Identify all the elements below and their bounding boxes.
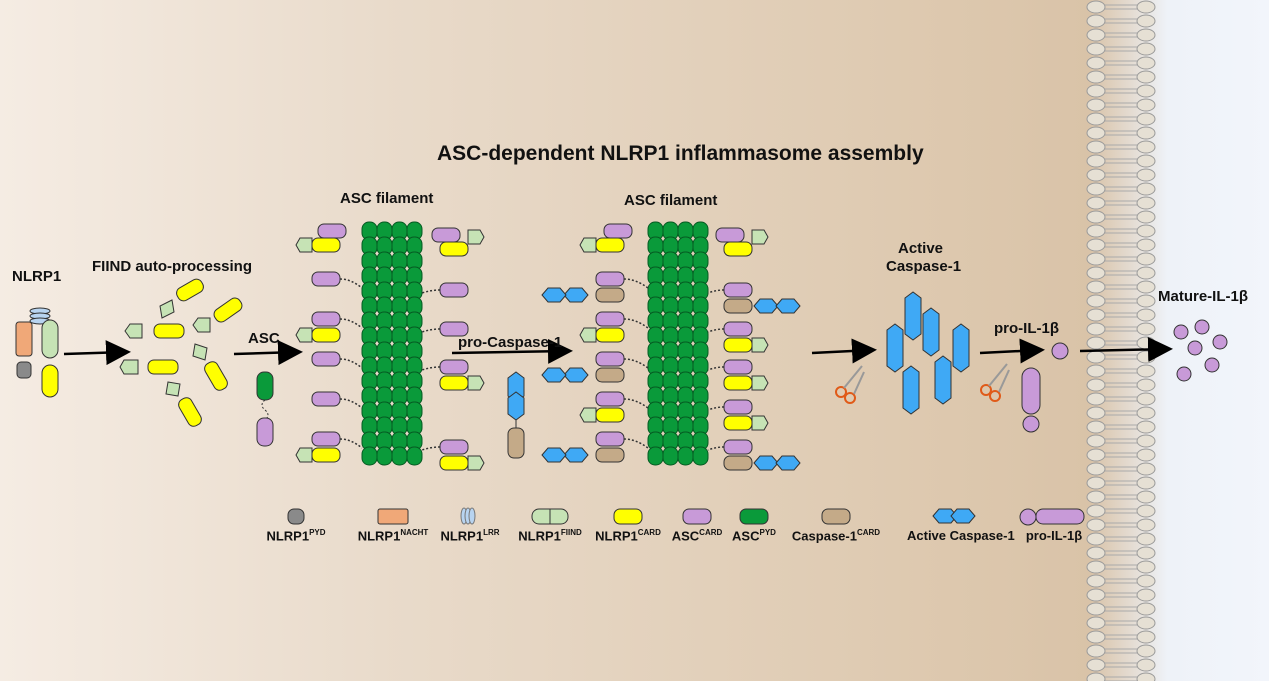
- legend-name: Caspase-1: [791, 528, 857, 544]
- label-pro-caspase: pro-Caspase-1: [458, 334, 563, 351]
- legend-swatch-5: [682, 508, 712, 525]
- legend-name: ASC: [671, 528, 700, 544]
- asc-monomer: [256, 371, 274, 447]
- legend-name: NLRP1: [440, 528, 484, 544]
- fiind-fragments: [119, 278, 243, 427]
- legend-label-3: NLRP1FIIND: [500, 528, 600, 543]
- label-active-caspase-2: Caspase-1: [886, 258, 962, 275]
- legend-sup: CARD: [856, 528, 881, 537]
- legend-sup: CARD: [637, 528, 661, 537]
- label-asc-filament-2: ASC filament: [624, 192, 718, 209]
- legend-label-1: NLRP1NACHT: [343, 528, 443, 543]
- legend-swatch-6: [739, 508, 769, 525]
- legend-swatch-2: [460, 507, 476, 525]
- legend-swatch-9: [1019, 508, 1085, 526]
- arrow-3: [451, 338, 573, 364]
- legend-name: NLRP1: [518, 528, 561, 544]
- pro-caspase-1: [507, 371, 525, 459]
- legend-swatch-1: [377, 508, 409, 525]
- arrow-2: [233, 340, 303, 366]
- label-asc: ASC: [248, 330, 280, 347]
- legend-label-7: Caspase-1CARD: [786, 528, 886, 543]
- diagram-title: ASC-dependent NLRP1 inflammasome assembl…: [437, 142, 924, 165]
- legend-name: ASC: [732, 528, 760, 544]
- arrow-1: [63, 340, 131, 366]
- arrow-5: [979, 338, 1045, 364]
- nlrp1-full-length: [15, 307, 59, 398]
- legend-name: NLRP1: [266, 528, 310, 544]
- legend-swatch-4: [613, 508, 643, 525]
- mature-il-1b: [1173, 319, 1228, 382]
- scissors-icon: [980, 363, 1010, 402]
- asc-filament-1: [295, 221, 485, 471]
- label-fiind: FIIND auto-processing: [92, 258, 253, 275]
- legend-name: NLRP1: [357, 528, 401, 544]
- legend-sup: FIIND: [560, 528, 582, 537]
- legend-swatch-8: [932, 508, 976, 524]
- legend-sup: CARD: [699, 528, 723, 537]
- label-mature-il: Mature-IL-1β: [1158, 288, 1248, 305]
- legend-label-6: ASCPYD: [704, 528, 804, 543]
- legend-label-9: pro-IL-1β: [1004, 528, 1104, 543]
- asc-filament-2: [541, 221, 801, 471]
- label-asc-filament-1: ASC filament: [340, 190, 434, 207]
- legend-swatch-7: [821, 508, 851, 525]
- arrows: [63, 336, 1173, 366]
- legend-swatch-0: [287, 508, 305, 525]
- legend-sup: PYD: [759, 528, 776, 537]
- legend-sup: NACHT: [400, 528, 429, 537]
- cell-membrane: [1086, 0, 1156, 681]
- legend-label-4: NLRP1CARD: [578, 528, 678, 543]
- scissors-icon: [835, 365, 865, 404]
- legend-label-0: NLRP1PYD: [246, 528, 346, 543]
- arrow-6: [1079, 336, 1173, 362]
- legend-name: NLRP1: [595, 528, 638, 544]
- legend-label-8: Active Caspase-1: [907, 528, 1015, 543]
- legend-label-2: NLRP1LRR: [420, 528, 520, 543]
- active-caspase-1: [886, 291, 970, 415]
- label-pro-il: pro-IL-1β: [994, 320, 1059, 337]
- label-nlrp1: NLRP1: [12, 268, 62, 285]
- legend-name: pro-IL-1β: [1025, 528, 1083, 543]
- label-active-caspase-1: Active: [898, 240, 944, 257]
- legend-sup: PYD: [309, 528, 326, 537]
- pro-il-1b: [1021, 342, 1069, 433]
- legend-sup: LRR: [483, 528, 500, 537]
- legend-name: Active Caspase-1: [907, 528, 1015, 543]
- legend-label-5: ASCCARD: [647, 528, 747, 543]
- arrow-4: [811, 338, 877, 364]
- legend-icons: [287, 507, 1085, 526]
- legend-swatch-3: [531, 508, 569, 525]
